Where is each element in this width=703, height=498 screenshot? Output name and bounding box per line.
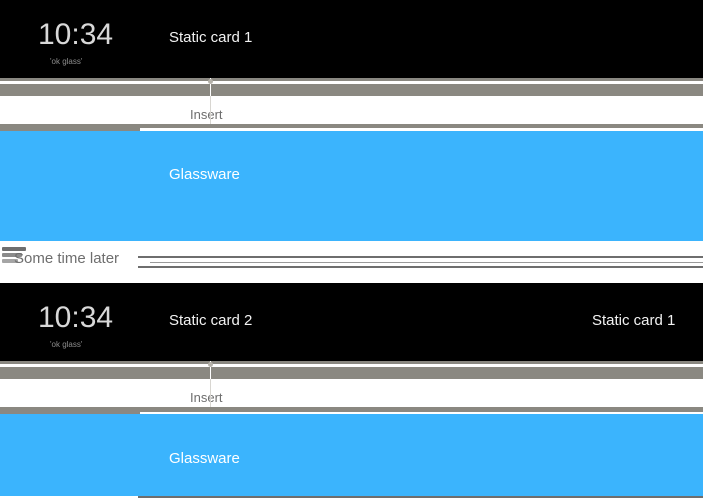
glassware-label-1: Glassware	[169, 166, 240, 183]
some-time-later-label: Some time later	[14, 250, 120, 267]
ok-glass-prompt-2: 'ok glass'	[50, 340, 83, 349]
insert-point-marker-1	[208, 79, 213, 84]
scroll-rule-bottom-2	[0, 407, 703, 412]
insert-guideline-1	[210, 78, 211, 96]
insert-label-1: Insert	[190, 107, 223, 122]
static-card-1-label-shifted[interactable]: Static card 1	[592, 312, 676, 329]
timeline-card-strip-2[interactable]: 10:34 'ok glass' Static card 2 Static ca…	[0, 283, 703, 361]
scrollbar-thumb-2[interactable]	[0, 367, 210, 379]
glassware-block-2[interactable]: Glassware	[0, 414, 703, 496]
insert-point-marker-2	[208, 362, 213, 367]
glass-clock-1: 10:34	[38, 18, 114, 51]
scroll-gap-1	[0, 81, 703, 84]
stack-icon	[2, 246, 28, 264]
static-card-2-label[interactable]: Static card 2	[169, 312, 253, 329]
ok-glass-prompt-1: 'ok glass'	[50, 57, 83, 66]
insert-guideline-2	[210, 361, 211, 379]
static-card-1-label[interactable]: Static card 1	[169, 29, 253, 46]
separator-rule-1	[138, 256, 703, 258]
insert-guideline-2b	[210, 379, 211, 409]
separator-rule-2	[150, 262, 703, 263]
timeline-card-strip-1[interactable]: 10:34 'ok glass' Static card 1	[0, 0, 703, 78]
scroll-rule-top-2	[0, 361, 703, 364]
scroll-rule-stub-2	[0, 409, 140, 414]
scroll-gap-2	[0, 364, 703, 367]
glassware-label-2: Glassware	[169, 450, 240, 467]
scroll-rule-top-1	[0, 78, 703, 81]
insert-label-2: Insert	[190, 390, 223, 405]
separator-rule-3	[138, 266, 703, 268]
insert-guideline-1b	[210, 96, 211, 126]
scroll-rule-bottom-1	[0, 124, 703, 128]
glass-clock-2: 10:34	[38, 301, 114, 334]
scroll-rule-stub-1	[0, 126, 140, 131]
glassware-block-1[interactable]: Glassware	[0, 131, 703, 241]
scrollbar-thumb-1[interactable]	[0, 84, 210, 96]
insert-row-2: Insert	[0, 379, 703, 409]
insert-row-1: Insert	[0, 96, 703, 126]
